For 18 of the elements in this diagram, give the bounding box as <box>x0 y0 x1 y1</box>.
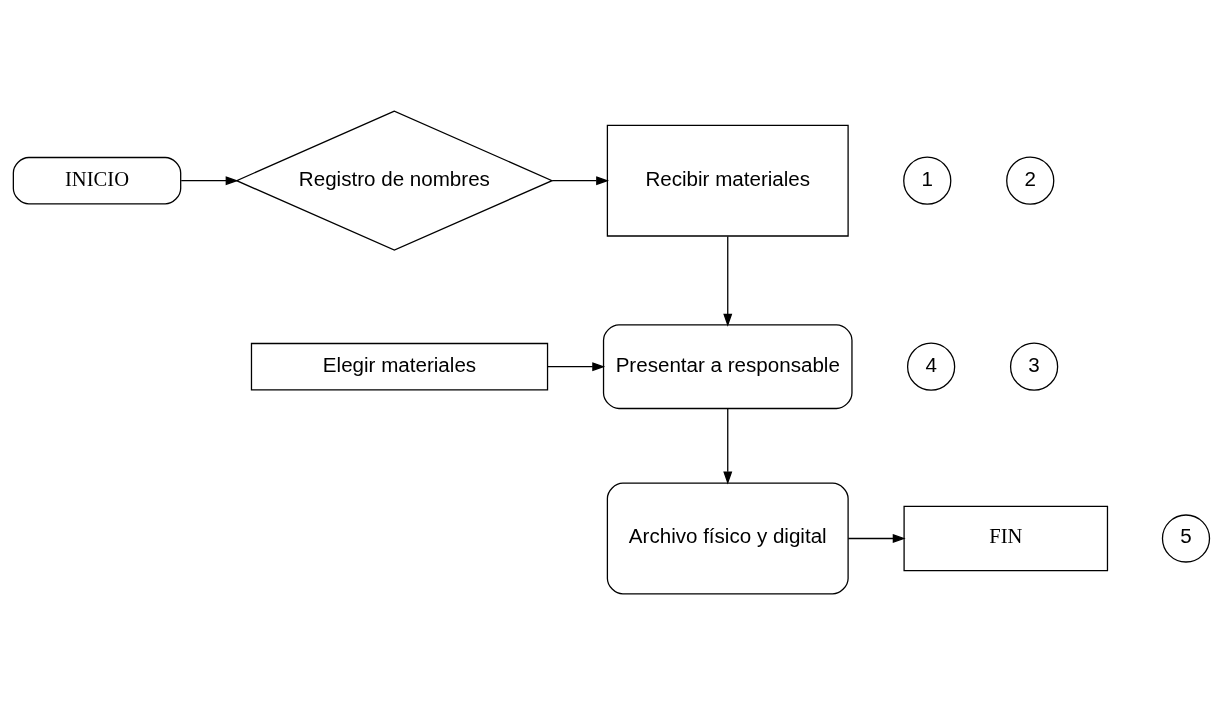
node-circle: 4 <box>906 342 956 391</box>
arrow <box>723 235 733 327</box>
node-circle: 1 <box>903 156 952 205</box>
node-circle: 3 <box>1009 342 1059 391</box>
node-box: Elegir materiales <box>250 342 549 391</box>
arrow <box>723 408 733 485</box>
node-box: INICIO <box>12 156 182 205</box>
node-box: Recibir materiales <box>606 124 849 237</box>
node-circle: 5 <box>1161 514 1211 563</box>
arrow <box>551 176 610 186</box>
node-diamond: Registro de nombres <box>235 110 554 251</box>
node-box: Presentar a responsable <box>602 324 853 410</box>
arrow <box>180 176 239 186</box>
arrow <box>546 362 606 372</box>
node-box: FIN <box>903 505 1109 572</box>
node-circle: 2 <box>1006 156 1055 205</box>
arrow <box>847 534 906 543</box>
node-box: Archivo físico y digital <box>606 482 849 595</box>
